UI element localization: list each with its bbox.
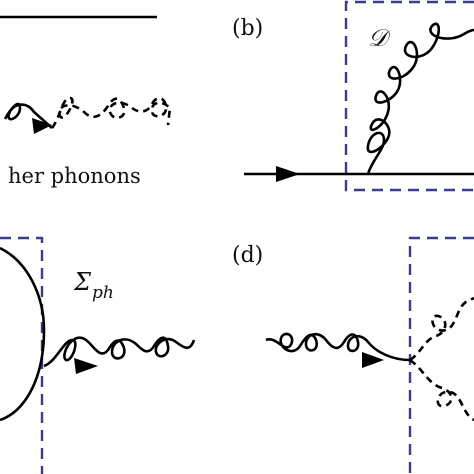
panel-b: (b) 𝒟 (232, 0, 474, 192)
panel-c: Σ ph (0, 236, 196, 474)
panel-c-phonon-arrow (74, 358, 98, 374)
panel-d-phonon-line (265, 332, 411, 362)
panel-b-propagator-symbol: 𝒟 (368, 24, 392, 52)
panel-c-electron-loop (0, 246, 46, 422)
panel-c-phonon-line (43, 336, 196, 368)
panel-a-phonon-text: her phonons (8, 164, 141, 188)
panel-b-electron-arrow (276, 166, 300, 182)
panel-b-phonon-loop (366, 22, 474, 175)
panel-c-dashed-box (0, 236, 44, 474)
panel-a: her phonons (0, 15, 172, 188)
panel-d-dashed-box (408, 236, 474, 474)
panel-a-phonon-solid (3, 102, 53, 129)
panel-c-self-energy-subscript: ph (92, 283, 114, 303)
panel-d-label: (d) (232, 243, 263, 268)
panel-a-arrow (32, 118, 52, 134)
panel-d-phonon-arrow (362, 352, 384, 368)
panel-d-inner-loop (409, 296, 474, 422)
panel-d: (d) (232, 236, 474, 474)
panel-b-dashed-box (344, 0, 474, 192)
panel-a-phonon-dashed (50, 96, 172, 129)
panel-b-label: (b) (232, 16, 263, 41)
panel-c-self-energy-symbol: Σ (73, 268, 92, 296)
